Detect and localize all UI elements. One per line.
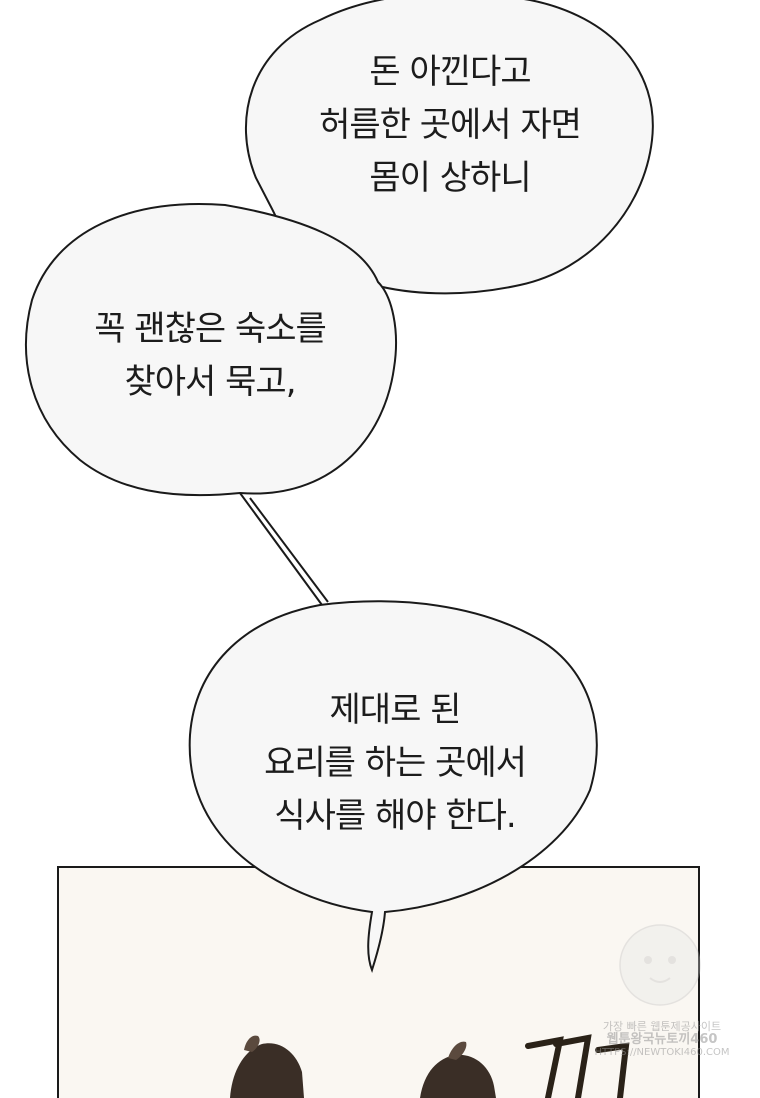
- speech-line: 제대로 된: [329, 690, 462, 730]
- speech-line: 찾아서 묵고,: [124, 362, 296, 402]
- character-left-head: [230, 1035, 304, 1098]
- speech-text-bottom: 제대로 된 요리를 하는 곳에서 식사를 해야 한다.: [195, 684, 595, 843]
- speech-line: 몸이 상하니: [369, 158, 531, 198]
- watermark-mascot: [619, 924, 701, 1006]
- speech-bubble-bottom: [188, 600, 598, 973]
- site-watermark: 가장 빠른 웹툰제공사이트 웹툰왕국뉴토끼460 HTTPS://NEWTOKI…: [592, 1020, 732, 1059]
- speech-line: 돈 아낀다고: [369, 52, 531, 92]
- watermark-line-3: HTTPS://NEWTOKI460.COM: [594, 1047, 730, 1058]
- speech-text-top: 돈 아낀다고 허름한 곳에서 자면 몸이 상하니: [250, 46, 650, 205]
- speech-text-middle: 꼭 괜찮은 숙소를 찾아서 묵고,: [30, 303, 390, 409]
- speech-line: 허름한 곳에서 자면: [319, 105, 582, 145]
- watermark-line-1: 가장 빠른 웹툰제공사이트: [602, 1020, 722, 1033]
- sound-effect: [525, 1034, 630, 1098]
- watermark-line-2: 웹툰왕국뉴토끼460: [606, 1032, 718, 1047]
- character-center-head: [420, 1041, 496, 1098]
- speech-line: 요리를 하는 곳에서: [264, 743, 527, 783]
- speech-line: 식사를 해야 한다.: [274, 796, 516, 836]
- speech-bubble-middle: [25, 203, 397, 606]
- speech-line: 꼭 괜찮은 숙소를: [94, 309, 327, 349]
